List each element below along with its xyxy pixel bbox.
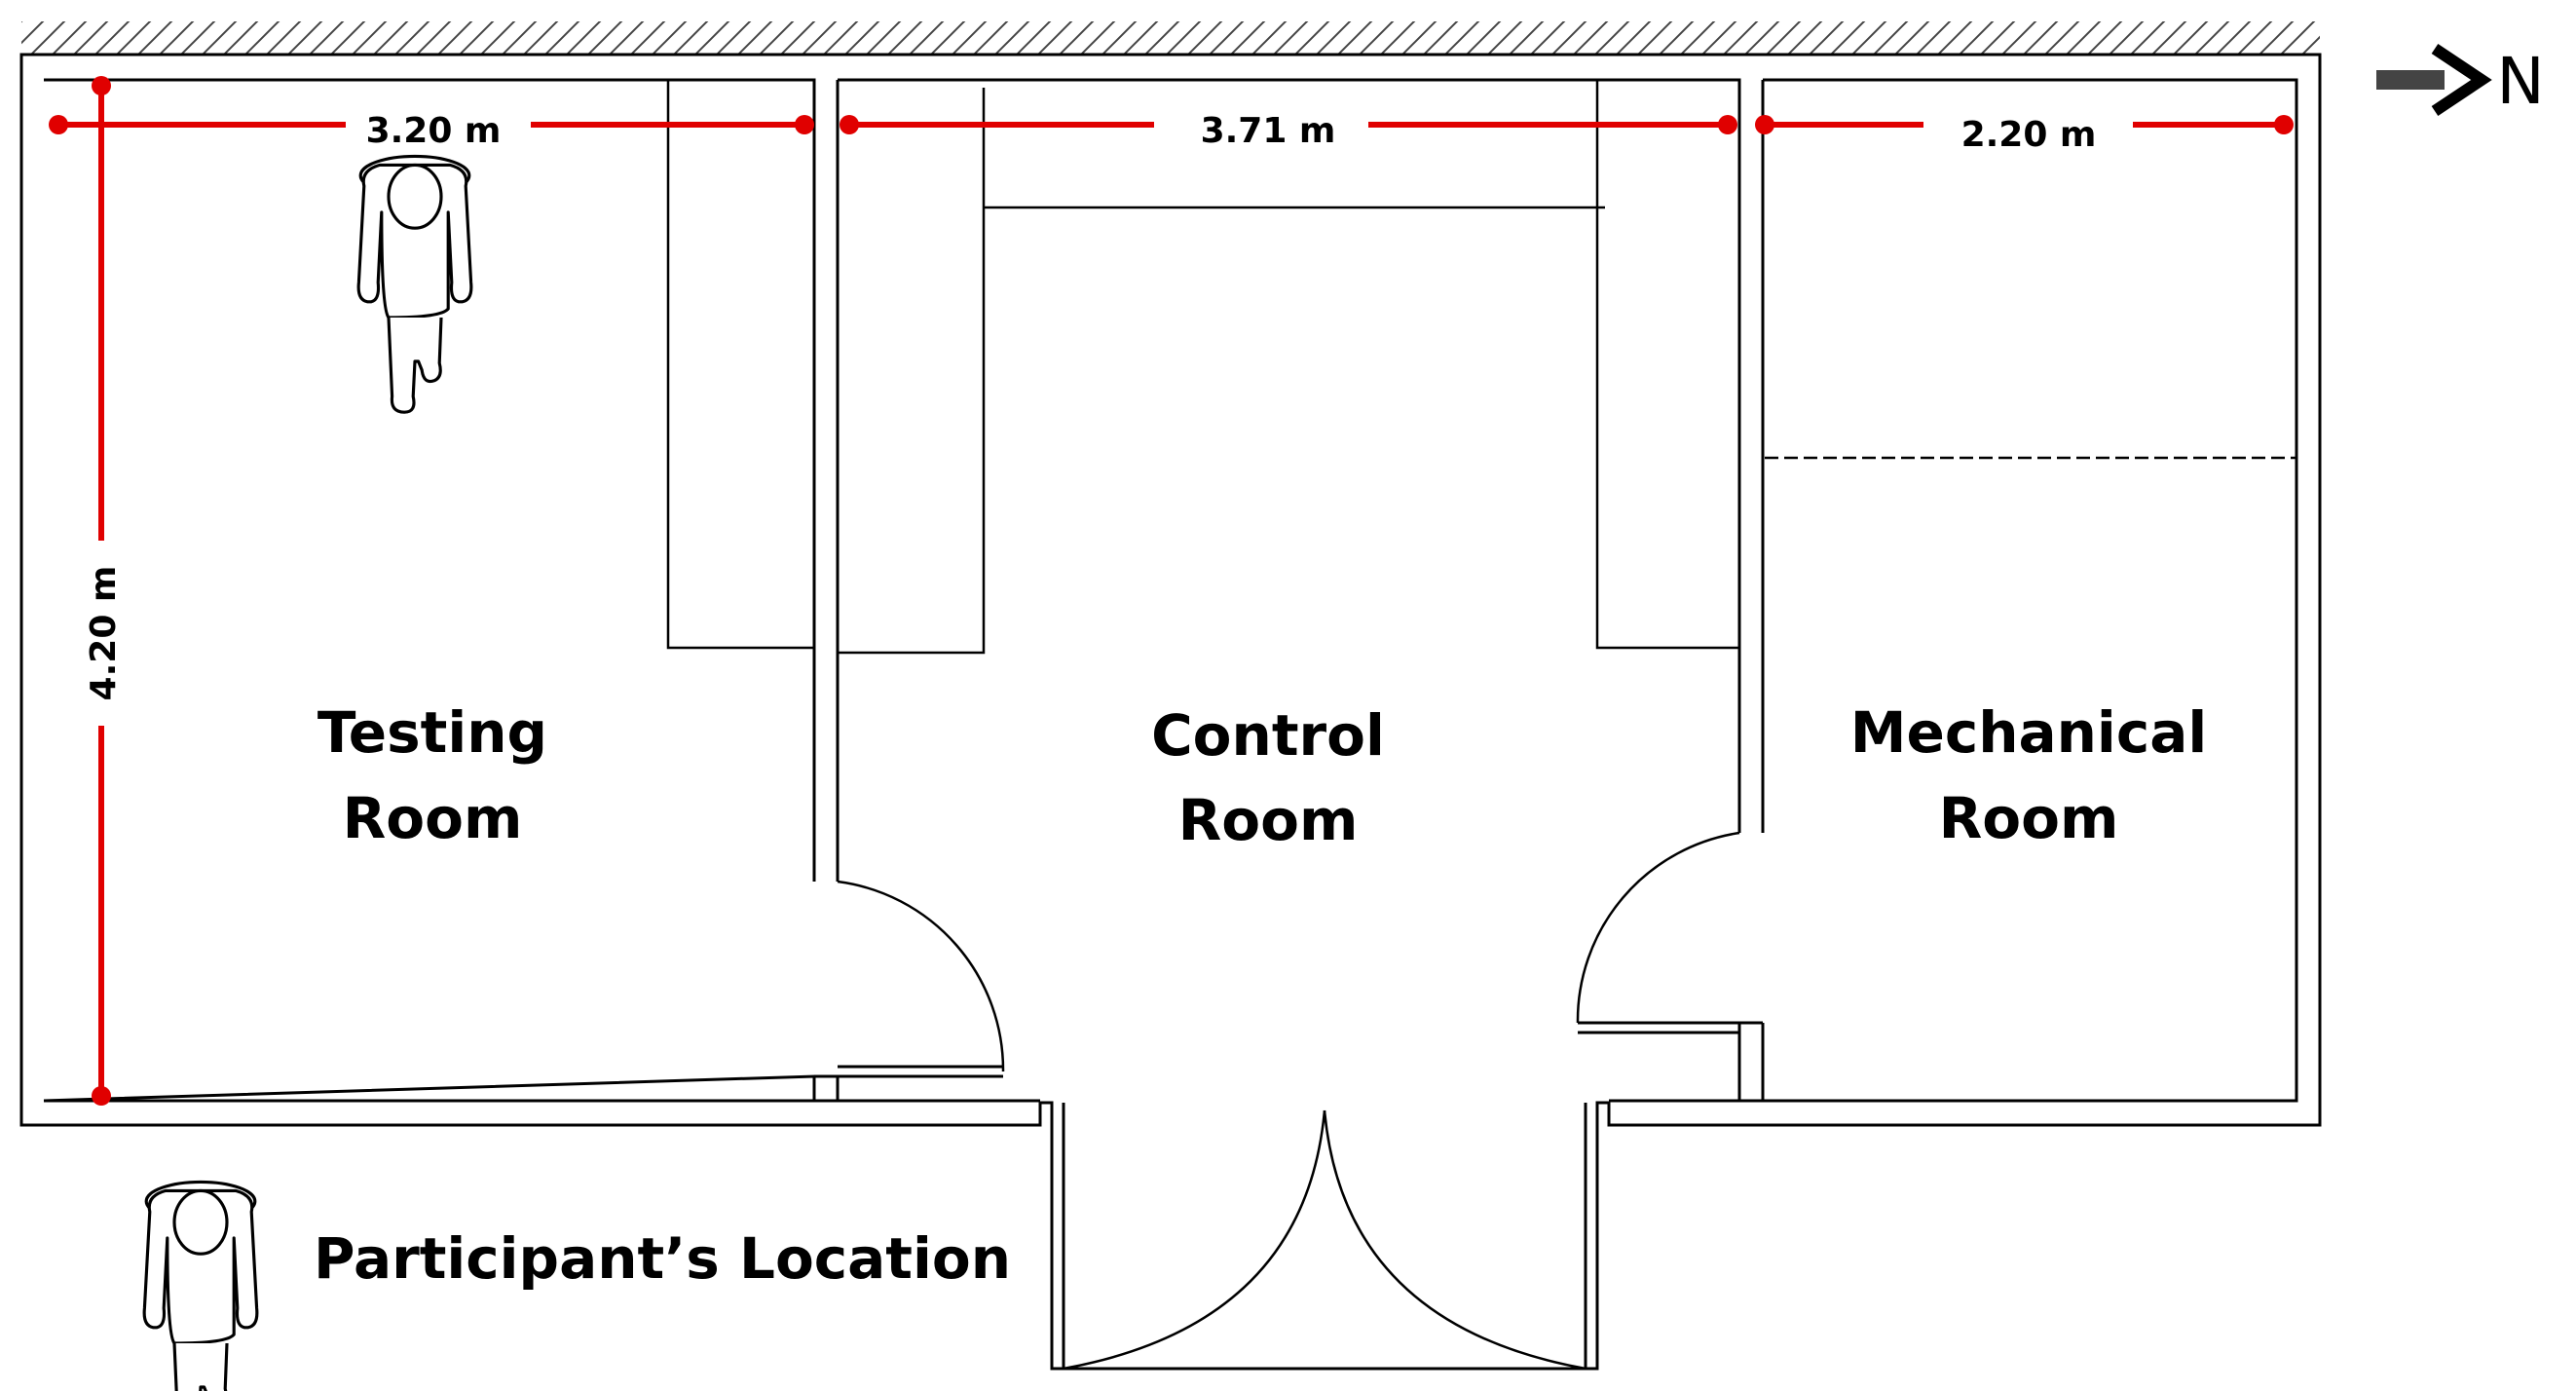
north-arrow-icon — [2376, 44, 2492, 116]
top-wall-hatch — [21, 21, 2320, 55]
interior-partitions — [666, 80, 2296, 655]
control-width-label: 3.71 m — [1201, 111, 1336, 151]
control-room-label-line2: Room — [1178, 787, 1359, 853]
mechanical-room-label-line1: Mechanical — [1850, 699, 2207, 766]
legend-person-icon — [142, 1180, 259, 1391]
legend-label: Participant’s Location — [314, 1225, 1011, 1292]
building-walls — [19, 53, 2322, 1371]
testing-depth-label: 4.20 m — [84, 566, 124, 701]
door-swings — [837, 831, 1740, 1371]
testing-room-label-line1: Testing — [317, 699, 547, 766]
participant-icon — [356, 154, 473, 414]
control-room-label-line1: Control — [1151, 702, 1385, 769]
testing-room-label-line2: Room — [343, 785, 523, 851]
mechanical-width-label: 2.20 m — [1961, 115, 2097, 155]
mechanical-room-label-line2: Room — [1939, 785, 2119, 851]
dimension-lines — [49, 76, 2294, 1106]
north-label: N — [2496, 44, 2544, 119]
testing-width-label: 3.20 m — [366, 111, 502, 151]
